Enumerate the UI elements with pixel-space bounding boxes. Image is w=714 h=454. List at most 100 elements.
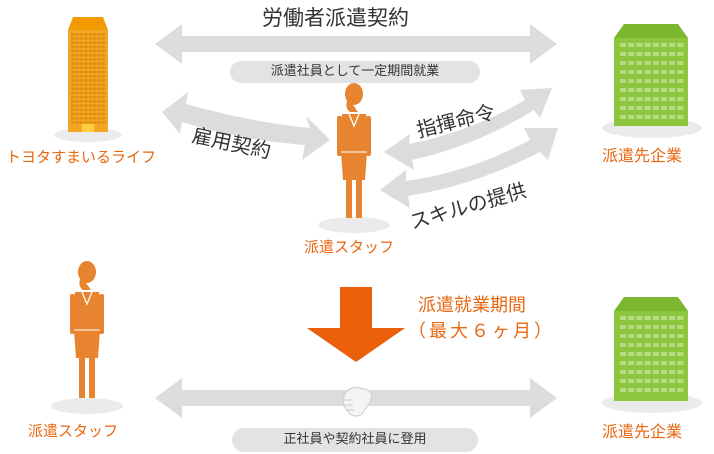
- building-window: [636, 388, 643, 392]
- building-window: [79, 58, 84, 61]
- building-window: [79, 96, 84, 99]
- building-window: [677, 79, 684, 83]
- building-window: [71, 87, 75, 91]
- building-window: [88, 66, 93, 70]
- building-window: [93, 104, 97, 107]
- client-company-building-icon-bottom: [614, 297, 688, 401]
- building-window: [620, 370, 626, 374]
- building-window: [71, 49, 75, 53]
- building-window: [101, 79, 106, 82]
- building-window: [677, 88, 684, 92]
- building-window: [97, 33, 101, 36]
- building-window: [669, 88, 676, 92]
- building-window: [88, 33, 93, 36]
- building-window: [628, 379, 635, 383]
- building-window: [79, 75, 84, 78]
- building-window: [97, 75, 101, 78]
- building-window: [101, 37, 106, 40]
- building-window: [644, 79, 651, 83]
- dispatch-company-label: トヨタすまいるライフ: [6, 148, 157, 166]
- building-window: [661, 361, 667, 365]
- building-window: [652, 52, 659, 56]
- building-window: [71, 91, 75, 95]
- building-window: [652, 61, 659, 65]
- building-window: [652, 43, 659, 47]
- building-window: [644, 334, 651, 338]
- building-window: [669, 79, 676, 83]
- building-window: [88, 96, 93, 99]
- building-window: [97, 87, 101, 91]
- building-window: [644, 370, 651, 374]
- building-window: [93, 70, 97, 74]
- building-window: [636, 79, 643, 83]
- building-window: [79, 54, 84, 57]
- building-window: [93, 96, 97, 99]
- building-window: [644, 361, 651, 365]
- building-window: [84, 117, 88, 120]
- building-window: [661, 97, 667, 101]
- building-window: [71, 58, 75, 61]
- building-window: [71, 79, 75, 82]
- building-window: [661, 379, 667, 383]
- building-window: [88, 62, 93, 65]
- building-window: [652, 325, 659, 329]
- building-window: [620, 379, 626, 383]
- building-window: [661, 325, 667, 329]
- building-window: [677, 334, 684, 338]
- building-window: [84, 96, 88, 99]
- building-window: [677, 316, 684, 320]
- building-window: [620, 325, 626, 329]
- building-window: [652, 70, 659, 74]
- building-window: [636, 370, 643, 374]
- building-window: [652, 343, 659, 347]
- building-window: [79, 112, 84, 116]
- building-window: [636, 343, 643, 347]
- building-window: [620, 106, 626, 110]
- staff-label-bottom: 派遣スタッフ: [28, 422, 119, 440]
- building-window: [97, 117, 101, 120]
- building-window: [84, 83, 88, 86]
- building-window: [661, 352, 667, 356]
- building-window: [669, 106, 676, 110]
- building-window: [620, 343, 626, 347]
- building-window: [644, 325, 651, 329]
- building-window: [677, 97, 684, 101]
- building-window: [628, 361, 635, 365]
- building-window: [84, 100, 88, 103]
- building-window: [644, 379, 651, 383]
- building-window: [636, 325, 643, 329]
- building-window: [84, 62, 88, 65]
- building-window: [644, 343, 651, 347]
- building-window: [88, 112, 93, 116]
- building-window: [636, 43, 643, 47]
- building-window: [620, 388, 626, 392]
- building-window: [71, 112, 75, 116]
- client-company-label-top: 派遣先企業: [602, 146, 683, 165]
- building-window: [677, 370, 684, 374]
- building-window: [644, 52, 651, 56]
- building-window: [661, 43, 667, 47]
- building-window: [101, 70, 106, 74]
- building-window: [71, 121, 75, 124]
- building-window: [677, 343, 684, 347]
- building-window: [75, 91, 79, 95]
- building-window: [93, 66, 97, 70]
- building-window: [97, 45, 101, 49]
- building-window: [101, 87, 106, 91]
- building-window: [661, 388, 667, 392]
- building-window: [677, 388, 684, 392]
- building-window: [101, 83, 106, 86]
- building-window: [661, 52, 667, 56]
- building-window: [652, 97, 659, 101]
- building-window: [644, 106, 651, 110]
- building-window: [669, 97, 676, 101]
- building-window: [677, 325, 684, 329]
- building-window: [97, 49, 101, 53]
- building-window: [84, 37, 88, 40]
- building-window: [84, 87, 88, 91]
- building-window: [101, 75, 106, 78]
- building-window: [644, 70, 651, 74]
- building-window: [644, 316, 651, 320]
- building-window: [97, 37, 101, 40]
